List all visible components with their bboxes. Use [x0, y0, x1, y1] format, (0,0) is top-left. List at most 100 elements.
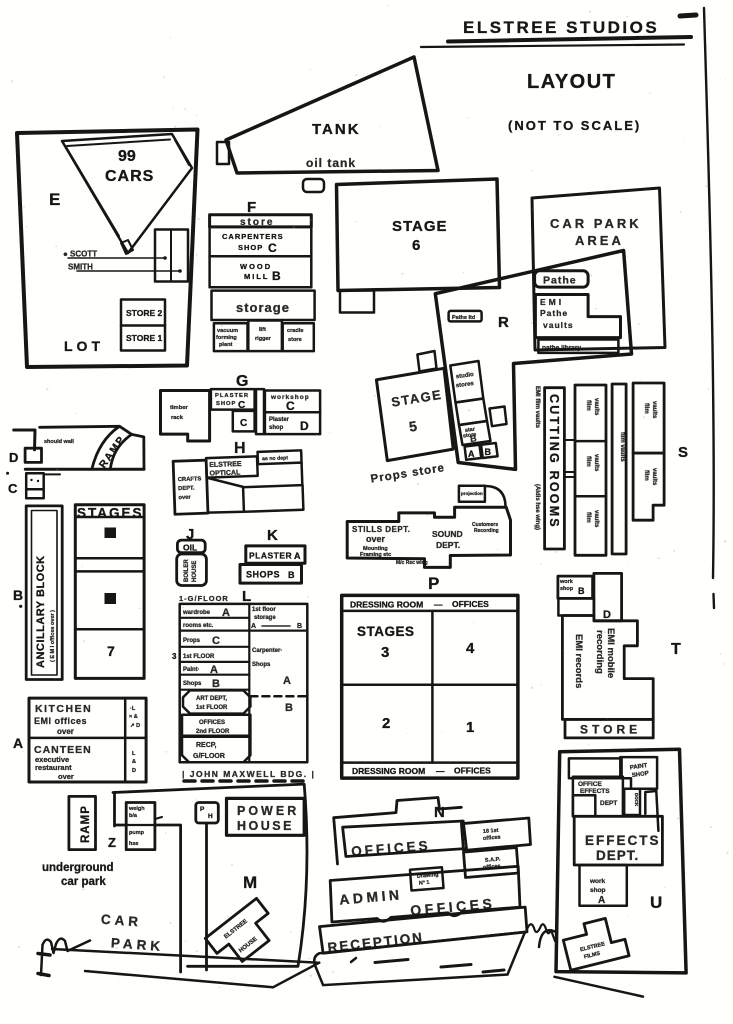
- svg-text:A: A: [283, 675, 291, 687]
- svg-text:OFFICE: OFFICE: [578, 781, 602, 788]
- svg-text:2: 2: [382, 715, 390, 732]
- svg-text:film: film: [585, 512, 591, 523]
- svg-text:CAR PARK: CAR PARK: [550, 216, 642, 231]
- svg-text:vaults: vaults: [593, 454, 599, 472]
- svg-text:wardrobe: wardrobe: [182, 610, 211, 616]
- svg-text:shop: shop: [269, 425, 284, 431]
- svg-text:5: 5: [408, 418, 418, 435]
- svg-text:ANCILLARY BLOCK: ANCILLARY BLOCK: [35, 555, 47, 668]
- svg-text:LAYOUT: LAYOUT: [527, 71, 616, 93]
- svg-text:3: 3: [172, 652, 177, 661]
- svg-text:Shops: Shops: [183, 681, 202, 687]
- svg-text:2nd FLOOR: 2nd FLOOR: [196, 729, 230, 735]
- svg-text:vacuum: vacuum: [217, 328, 238, 334]
- svg-text:WOOD: WOOD: [240, 262, 272, 271]
- svg-text:(NOT TO SCALE): (NOT TO SCALE): [508, 118, 641, 133]
- svg-text:EFFECTS: EFFECTS: [580, 788, 610, 795]
- svg-text:H: H: [208, 813, 213, 820]
- svg-text:hse: hse: [129, 841, 138, 847]
- svg-text:over: over: [178, 495, 191, 501]
- svg-text:projection: projection: [461, 491, 483, 496]
- svg-text:store: store: [240, 217, 274, 228]
- svg-text:STAGES: STAGES: [357, 624, 415, 639]
- svg-text:oil tank: oil tank: [306, 156, 356, 170]
- svg-text:× &: × &: [129, 714, 138, 720]
- svg-text:Mounting: Mounting: [363, 546, 388, 552]
- svg-text:Paint·: Paint·: [183, 667, 200, 673]
- svg-text:rack: rack: [171, 415, 184, 421]
- svg-text:B: B: [485, 447, 492, 457]
- svg-text:CARPENTERS: CARPENTERS: [222, 232, 284, 241]
- svg-text:C: C: [268, 241, 277, 255]
- svg-text:STORE 1: STORE 1: [126, 333, 162, 343]
- svg-text:S.A.P.: S.A.P.: [485, 857, 501, 864]
- svg-text:DOCK: DOCK: [634, 793, 639, 807]
- svg-text:film: film: [643, 470, 649, 481]
- svg-text:HOUSE: HOUSE: [192, 561, 198, 582]
- svg-text:should wall: should wall: [44, 439, 74, 445]
- svg-text:DEPT.: DEPT.: [178, 486, 195, 493]
- svg-text:POWER: POWER: [237, 804, 299, 818]
- svg-text:stores: stores: [456, 381, 475, 390]
- svg-text:B: B: [13, 587, 23, 603]
- svg-text:K: K: [267, 527, 278, 544]
- svg-text:F: F: [247, 199, 256, 216]
- svg-text:shop: shop: [590, 887, 606, 894]
- svg-text:—: —: [436, 766, 445, 776]
- svg-text:CUTTING ROOMS: CUTTING ROOMS: [547, 394, 561, 529]
- svg-text:Pathe ltd: Pathe ltd: [452, 315, 475, 321]
- svg-text:CAR: CAR: [100, 912, 142, 930]
- svg-text:SHOP: SHOP: [632, 771, 650, 779]
- svg-text:HOUSE: HOUSE: [237, 819, 294, 833]
- svg-text:&: &: [132, 759, 136, 765]
- svg-text:vaults: vaults: [651, 401, 657, 419]
- svg-text:D: D: [603, 609, 611, 621]
- svg-text:OPTICAL: OPTICAL: [209, 469, 241, 477]
- svg-text:Pathe: Pathe: [540, 308, 568, 318]
- svg-text:M/c Rec wing: M/c Rec wing: [396, 560, 428, 566]
- svg-text:1: 1: [466, 719, 474, 736]
- svg-text:film: film: [585, 456, 591, 467]
- svg-text:D: D: [9, 450, 18, 465]
- svg-text:vaults: vaults: [593, 398, 599, 416]
- svg-text:store: store: [463, 432, 477, 440]
- svg-text:↗ D: ↗ D: [130, 723, 140, 729]
- svg-text:3: 3: [381, 644, 389, 661]
- svg-text:vaults: vaults: [543, 320, 574, 330]
- svg-text:offices: offices: [483, 835, 501, 843]
- svg-text:Pathe: Pathe: [543, 275, 577, 287]
- svg-text:store: store: [288, 337, 302, 343]
- svg-text:underground: underground: [42, 862, 114, 874]
- svg-text:SHOPS: SHOPS: [246, 570, 280, 580]
- svg-text:pump: pump: [129, 830, 145, 836]
- svg-text:B: B: [469, 433, 477, 444]
- svg-text:| JOHN MAXWELL BDG. |: | JOHN MAXWELL BDG. |: [182, 769, 315, 779]
- svg-text:OFFICES: OFFICES: [351, 838, 431, 859]
- svg-text:PLASTER: PLASTER: [215, 393, 249, 399]
- svg-text:cradle: cradle: [287, 328, 303, 334]
- svg-text:EMI mobile: EMI mobile: [605, 628, 616, 678]
- svg-text:OIL: OIL: [183, 543, 197, 553]
- svg-text:weigh: weigh: [128, 806, 145, 812]
- svg-text:DEPT: DEPT: [600, 800, 617, 807]
- svg-text:Z: Z: [108, 835, 116, 850]
- svg-text:film: film: [585, 400, 591, 411]
- svg-text:STILLS DEPT.: STILLS DEPT.: [352, 525, 410, 534]
- svg-text:DRESSING ROOM: DRESSING ROOM: [352, 766, 425, 776]
- svg-text:workshop: workshop: [270, 394, 310, 401]
- svg-text:PARK: PARK: [110, 935, 164, 954]
- svg-text:restaurant: restaurant: [35, 763, 72, 772]
- svg-text:Nº 1: Nº 1: [419, 880, 430, 887]
- svg-text:E: E: [49, 190, 60, 209]
- svg-text:1st floor: 1st floor: [252, 607, 276, 613]
- svg-text:J: J: [186, 526, 194, 543]
- svg-text:OFFICES: OFFICES: [454, 766, 491, 776]
- svg-text:TANK: TANK: [312, 121, 361, 138]
- svg-text:PAINT: PAINT: [630, 763, 649, 771]
- svg-text:C: C: [240, 418, 247, 429]
- svg-text:SOUND: SOUND: [432, 529, 463, 539]
- svg-text:MILL: MILL: [244, 272, 270, 281]
- svg-text:99: 99: [118, 148, 136, 165]
- svg-text:R: R: [498, 314, 509, 331]
- svg-text:DEPT.: DEPT.: [596, 848, 639, 863]
